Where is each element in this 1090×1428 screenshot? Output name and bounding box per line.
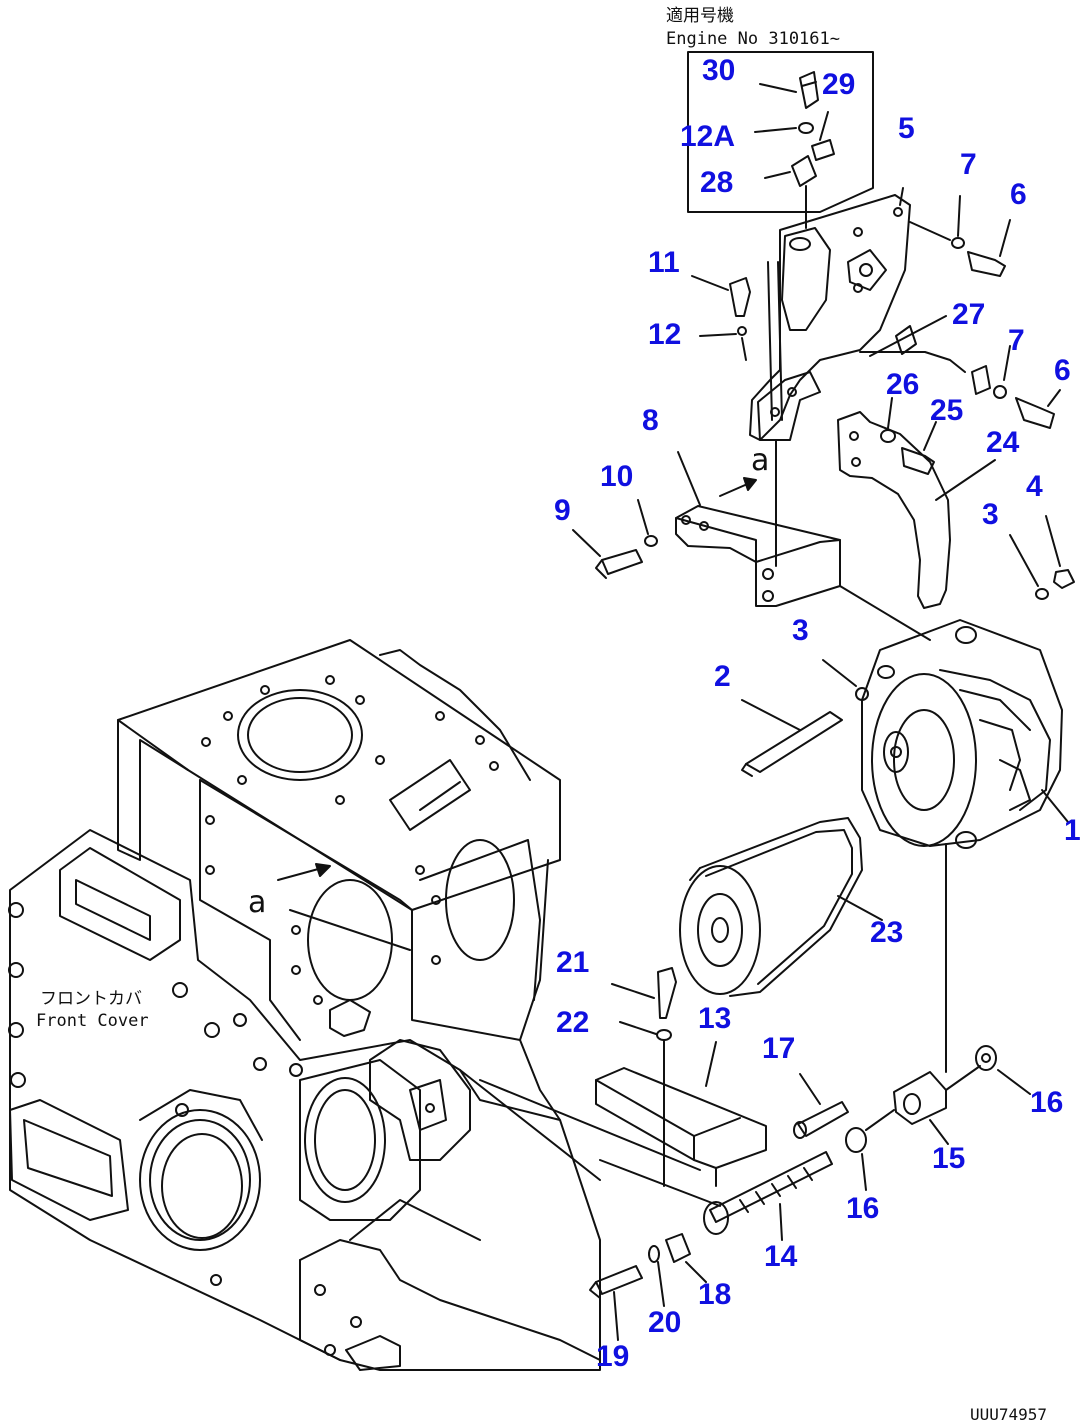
serial-range-inset <box>687 51 874 229</box>
callout-14: 14 <box>764 1240 798 1273</box>
callout-19: 19 <box>596 1340 630 1373</box>
callout-12: 12 <box>648 318 682 351</box>
callout-24: 24 <box>986 426 1020 459</box>
callout-12A: 12A <box>680 120 736 153</box>
curved-link-24 <box>837 411 951 609</box>
callout-15: 15 <box>932 1142 966 1175</box>
callout-1: 1 <box>1064 814 1081 847</box>
callout-27: 27 <box>952 298 986 331</box>
callout-7-upper: 7 <box>960 148 977 181</box>
callout-18: 18 <box>698 1278 732 1311</box>
callout-28: 28 <box>700 166 734 199</box>
callout-22: 22 <box>556 1006 590 1039</box>
callout-7-lower: 7 <box>1008 324 1025 357</box>
callout-16-right: 16 <box>1030 1086 1064 1119</box>
alternator-1 <box>861 619 1063 849</box>
callout-6-lower: 6 <box>1054 354 1071 387</box>
bracket-5 <box>749 194 911 441</box>
reference-mark-a-upper: a <box>751 443 770 478</box>
callout-21: 21 <box>556 946 590 979</box>
front-cover-label-english: Front Cover <box>36 1011 149 1031</box>
engine-block <box>8 639 601 1371</box>
serial-note-japanese: 適用号機 <box>666 6 734 26</box>
callout-8: 8 <box>642 404 659 437</box>
plate-13 <box>595 1067 767 1187</box>
serial-note-engine-range: Engine No 310161~ <box>666 29 840 49</box>
drawing-number: UUU74957 <box>970 1405 1048 1424</box>
belt-and-pulley-23 <box>679 817 863 997</box>
callout-13: 13 <box>698 1002 732 1035</box>
stay-8 <box>675 439 841 607</box>
callout-16-left: 16 <box>846 1192 880 1225</box>
callout-25: 25 <box>930 394 964 427</box>
callout-26: 26 <box>886 368 920 401</box>
callout-17: 17 <box>762 1032 796 1065</box>
callout-20: 20 <box>648 1306 682 1339</box>
callout-23: 23 <box>870 916 904 949</box>
callout-9: 9 <box>554 494 571 527</box>
callout-30: 30 <box>702 54 736 87</box>
callout-5: 5 <box>898 112 915 145</box>
reference-mark-a-block: a <box>248 885 267 920</box>
callout-3-middle: 3 <box>792 614 809 647</box>
callout-2: 2 <box>714 660 731 693</box>
callout-6-upper: 6 <box>1010 178 1027 211</box>
callout-4: 4 <box>1026 470 1043 503</box>
callout-3-upper: 3 <box>982 498 999 531</box>
front-cover-label-japanese: フロントカバ <box>40 989 142 1009</box>
callout-29: 29 <box>822 68 856 101</box>
callout-11: 11 <box>648 246 680 279</box>
callout-10: 10 <box>600 460 634 493</box>
